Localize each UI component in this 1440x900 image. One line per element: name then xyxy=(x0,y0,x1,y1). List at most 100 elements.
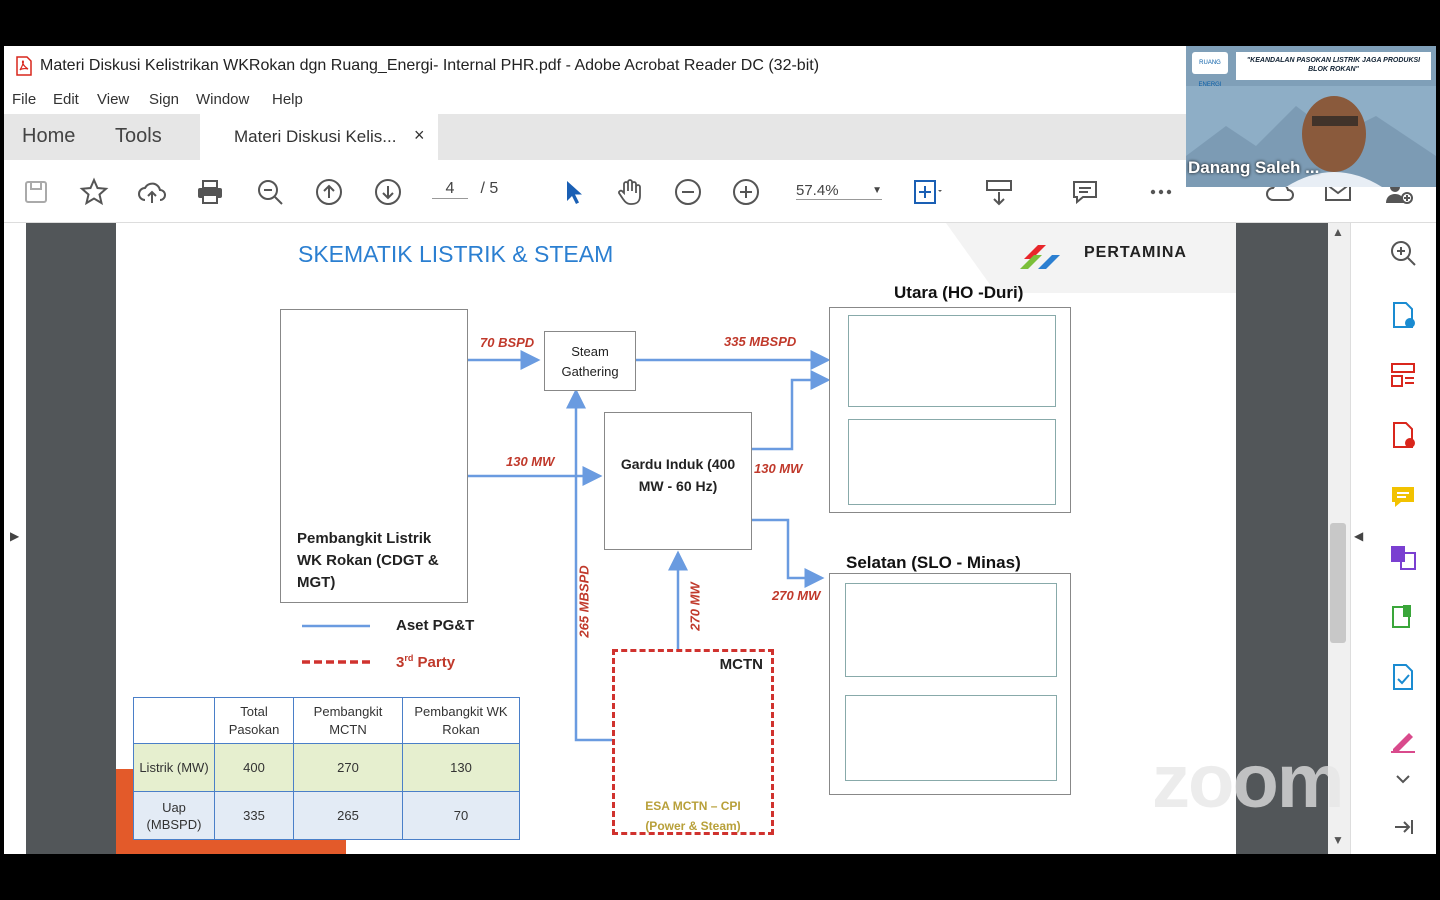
video-banner: "KEANDALAN PASOKAN LISTRIK JAGA PRODUKSI… xyxy=(1236,52,1431,80)
table-cell: 265 xyxy=(293,791,403,840)
zoom-search-icon[interactable] xyxy=(1387,237,1419,269)
scroll-up-icon[interactable]: ▲ xyxy=(1332,225,1344,239)
table-cell: 130 xyxy=(402,743,520,792)
menu-file[interactable]: File xyxy=(12,91,37,108)
flow-label-265-mbspd: 265 MBSPD xyxy=(576,565,592,638)
esa-mctn-label: ESA MCTN – CPI (Power & Steam) xyxy=(645,799,741,833)
create-pdf-icon[interactable] xyxy=(1387,419,1419,451)
page-total: / 5 xyxy=(480,180,499,197)
flow-gardu-to-selatan xyxy=(750,518,825,588)
table-cell: 400 xyxy=(214,743,294,792)
menu-help[interactable]: Help xyxy=(272,91,303,108)
utara-label: Utara (HO -Duri) xyxy=(894,283,1024,302)
ruang-energi-logo: RUANG ENERGI xyxy=(1192,52,1228,88)
zoom-watermark: zoom xyxy=(1152,739,1344,824)
upload-cloud-icon[interactable] xyxy=(136,176,168,208)
table-cell: 70 xyxy=(402,791,520,840)
expand-left-pane-icon[interactable]: ▶ xyxy=(10,529,20,543)
pdf-page: SKEMATIK LISTRIK & STEAM PERTAMINA Pemba… xyxy=(116,223,1236,854)
page-number-input[interactable]: 4 xyxy=(432,180,468,199)
scroll-mode-icon[interactable] xyxy=(983,176,1015,208)
fit-page-icon[interactable] xyxy=(910,176,942,208)
edit-pdf-icon[interactable] xyxy=(1387,601,1419,633)
zoom-out-icon[interactable] xyxy=(672,176,704,208)
flow-label-270-mw-up: 270 MW xyxy=(687,582,703,631)
flow-label-70-bspd: 70 BSPD xyxy=(480,335,535,350)
table-header-cell: Pembangkit MCTN xyxy=(293,697,403,744)
save-icon[interactable] xyxy=(20,176,52,208)
menu-sign[interactable]: Sign xyxy=(149,91,180,108)
select-cursor-icon[interactable] xyxy=(557,176,589,208)
scroll-down-icon[interactable]: ▼ xyxy=(1332,833,1344,847)
legend-third-party-text: Party xyxy=(413,654,456,671)
flow-label-130-mw-in: 130 MW xyxy=(506,454,555,469)
tab-home[interactable]: Home xyxy=(22,125,76,147)
flow-mctn-to-steam xyxy=(566,388,612,742)
steam-gathering-box: Steam Gathering xyxy=(544,331,636,391)
more-tools-chevron-icon[interactable] xyxy=(1387,763,1419,795)
mctn-label: MCTN xyxy=(719,656,763,673)
steam-gathering-label: Steam Gathering xyxy=(561,344,619,379)
next-page-icon[interactable] xyxy=(372,176,404,208)
legend-third-party-label: 3rd Party xyxy=(396,653,455,671)
tab-document[interactable]: Materi Diskusi Kelis... × xyxy=(200,114,438,160)
page-indicator: 4 / 5 xyxy=(432,180,498,199)
comment-tool-icon[interactable] xyxy=(1387,481,1419,513)
zoom-in-icon[interactable] xyxy=(730,176,762,208)
scrollbar-thumb[interactable] xyxy=(1330,523,1346,643)
previous-page-icon[interactable] xyxy=(313,176,345,208)
organize-pages-icon[interactable] xyxy=(1387,359,1419,391)
legend-third-party-suffix: rd xyxy=(404,653,414,663)
power-plant-label: Pembangkit Listrik WK Rokan (CDGT & MGT) xyxy=(297,530,439,591)
collapse-right-pane-icon[interactable] xyxy=(1387,811,1419,843)
mctn-box: MCTN ESA MCTN – CPI (Power & Steam) xyxy=(612,649,774,835)
utara-pumpjack-frame xyxy=(848,315,1056,407)
collapse-pane-icon[interactable]: ◀ xyxy=(1354,529,1364,543)
selatan-label: Selatan (SLO - Minas) xyxy=(846,553,1021,572)
print-icon[interactable] xyxy=(194,176,226,208)
zoom-level-value: 57.4% xyxy=(796,182,839,199)
table-header-cell: Total Pasokan xyxy=(214,697,294,744)
supply-summary-table: Total Pasokan Pembangkit MCTN Pembangkit… xyxy=(133,697,520,840)
power-plant-box: Pembangkit Listrik WK Rokan (CDGT & MGT) xyxy=(280,309,468,603)
table-row-label: Listrik (MW) xyxy=(133,743,215,792)
table-header-cell: Pembangkit WK Rokan xyxy=(402,697,520,744)
table-cell: 335 xyxy=(214,791,294,840)
participant-name: Danang Saleh ... xyxy=(1188,158,1320,177)
speaker-video-feed xyxy=(1186,86,1436,187)
send-for-review-icon[interactable] xyxy=(1387,661,1419,693)
pertamina-logo xyxy=(1020,245,1060,269)
gardu-induk-box: Gardu Induk (400 MW - 60 Hz) xyxy=(604,412,752,550)
vertical-scrollbar[interactable]: ▲ ▼ xyxy=(1328,223,1350,854)
flow-gardu-to-utara xyxy=(750,370,831,451)
export-pdf-icon[interactable] xyxy=(1387,299,1419,331)
acrobat-window: Materi Diskusi Kelistrikan WKRokan dgn R… xyxy=(4,46,1436,854)
combine-files-icon[interactable] xyxy=(1387,541,1419,573)
menu-view[interactable]: View xyxy=(97,91,130,108)
table-row: Uap (MBSPD) 335 265 70 xyxy=(133,791,520,840)
hand-tool-icon[interactable] xyxy=(614,176,646,208)
zoom-level-select[interactable]: 57.4% ▼ xyxy=(796,182,882,200)
window-title: Materi Diskusi Kelistrikan WKRokan dgn R… xyxy=(40,57,820,74)
fill-sign-icon[interactable] xyxy=(1387,723,1419,755)
flow-label-335-mbspd: 335 MBSPD xyxy=(724,334,797,349)
table-cell: 270 xyxy=(293,743,403,792)
utara-buildings-frame xyxy=(848,419,1056,505)
zoom-out-search-icon[interactable] xyxy=(254,176,286,208)
right-tools-pane: ◀ xyxy=(1350,223,1436,854)
gardu-induk-label: Gardu Induk (400 MW - 60 Hz) xyxy=(620,456,736,494)
flow-label-130-mw-out: 130 MW xyxy=(754,461,803,476)
header-accent-shape xyxy=(946,223,1236,293)
bookmark-star-icon[interactable] xyxy=(78,176,110,208)
slide-title: SKEMATIK LISTRIK & STEAM xyxy=(298,241,614,267)
tab-close-icon[interactable]: × xyxy=(414,125,425,145)
menu-window[interactable]: Window xyxy=(196,91,250,108)
menu-edit[interactable]: Edit xyxy=(53,91,79,108)
selatan-pumpjack-frame xyxy=(845,695,1057,781)
comment-icon[interactable] xyxy=(1069,176,1101,208)
legend-asset-label: Aset PG&T xyxy=(396,617,475,634)
tab-tools[interactable]: Tools xyxy=(115,125,162,147)
zoom-participant-video[interactable]: RUANG ENERGI "KEANDALAN PASOKAN LISTRIK … xyxy=(1186,46,1436,187)
more-options-icon[interactable] xyxy=(1145,176,1177,208)
pertamina-brand: PERTAMINA xyxy=(1084,244,1187,261)
